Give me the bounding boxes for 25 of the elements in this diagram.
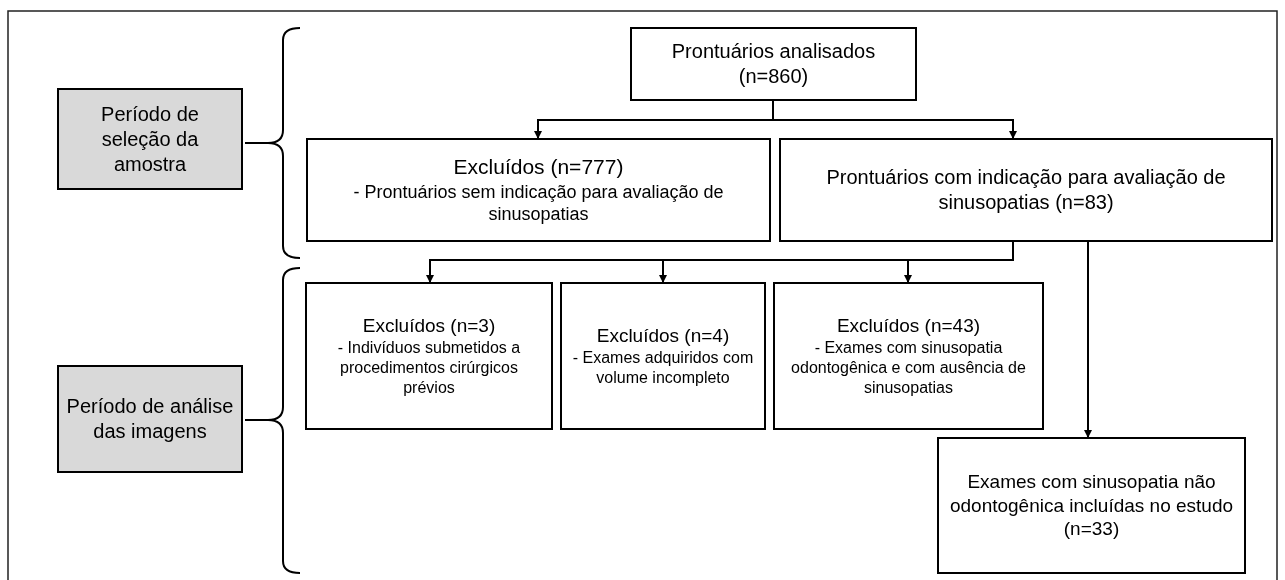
box-text: Excluídos (n=43) — [836, 314, 981, 338]
box-description: - Exames adquiridos com volume incompleto — [571, 347, 755, 388]
process-box — [306, 138, 771, 242]
process-box — [937, 437, 1246, 574]
box-text: Excluídos (n=4) — [596, 324, 730, 348]
box-description: - Indivíduos submetidos a procedimentos cirúrgicos prévios — [336, 337, 522, 398]
box-description: - Prontuários sem indicação para avaliação de sinusopatias — [352, 180, 725, 226]
box-text: Prontuários analisados (n=860) — [670, 39, 877, 89]
arrow — [904, 241, 1014, 283]
box-text: Período de seleção da amostra — [100, 101, 200, 177]
box-text: Excluídos (n=3) — [362, 314, 496, 338]
process-box — [630, 27, 917, 101]
period-box — [57, 365, 243, 473]
process-box — [779, 138, 1273, 242]
box-text: Período de análise das imagens — [65, 394, 235, 444]
box-text: Prontuários com indicação para avaliação de sinusopatias (n=83) — [825, 165, 1227, 215]
period-box — [57, 88, 243, 190]
arrow — [772, 100, 1017, 139]
box-text: Excluídos (n=777) — [453, 154, 624, 181]
box-description: - Exames com sinusopatia odontogênica e com ausência de sinusopatias — [790, 337, 1027, 398]
arrow — [1084, 241, 1092, 438]
process-box — [773, 282, 1044, 430]
process-box — [305, 282, 553, 430]
box-text: Exames com sinusopatia não odontogênica incluídas no estudo (n=33) — [948, 469, 1235, 542]
process-box — [560, 282, 766, 430]
